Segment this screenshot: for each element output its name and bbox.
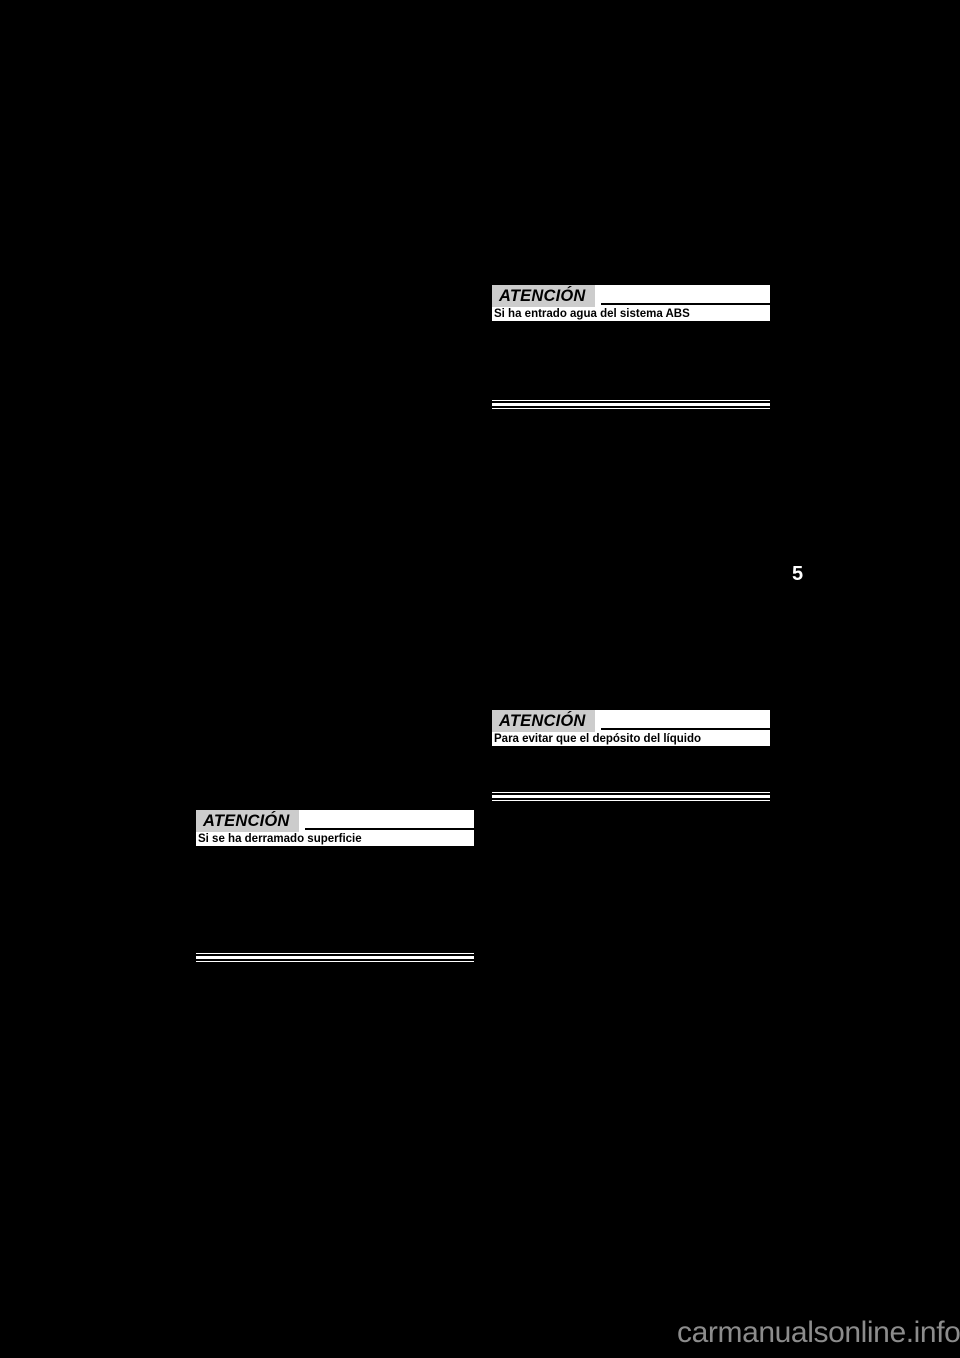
notice-callout: ATENCIÓN Si ha entrado agua del sistema … bbox=[492, 285, 771, 409]
notice-body-mask bbox=[492, 321, 770, 400]
notice-body-mask bbox=[196, 846, 474, 953]
left-column-text bbox=[196, 40, 474, 790]
right-column-text-middle bbox=[492, 420, 770, 695]
notice-header: ATENCIÓN bbox=[196, 810, 475, 832]
notice-footer-rules bbox=[492, 792, 770, 801]
notice-label: ATENCIÓN bbox=[492, 710, 595, 732]
right-column-text bbox=[492, 40, 770, 270]
notice-body-mask bbox=[492, 746, 770, 792]
notice-header: ATENCIÓN bbox=[492, 710, 771, 732]
notice-callout: ATENCIÓN Para evitar que el depósito del… bbox=[492, 710, 771, 801]
notice-callout: ATENCIÓN Si se ha derramado superficie bbox=[196, 810, 475, 962]
notice-rule bbox=[595, 285, 771, 307]
notice-body: Si ha entrado agua del sistema ABS bbox=[494, 308, 690, 320]
notice-footer-rules bbox=[492, 400, 770, 409]
notice-body: Si se ha derramado superficie bbox=[198, 833, 362, 845]
watermark: carmanualsonline.info bbox=[677, 1316, 960, 1349]
notice-label: ATENCIÓN bbox=[196, 810, 299, 832]
notice-label: ATENCIÓN bbox=[492, 285, 595, 307]
notice-rule bbox=[299, 810, 475, 832]
notice-footer-rules bbox=[196, 953, 474, 962]
chapter-tab-number: 5 bbox=[792, 563, 804, 585]
notice-rule bbox=[595, 710, 771, 732]
notice-header: ATENCIÓN bbox=[492, 285, 771, 307]
notice-body: Para evitar que el depósito del líquido bbox=[494, 733, 702, 745]
